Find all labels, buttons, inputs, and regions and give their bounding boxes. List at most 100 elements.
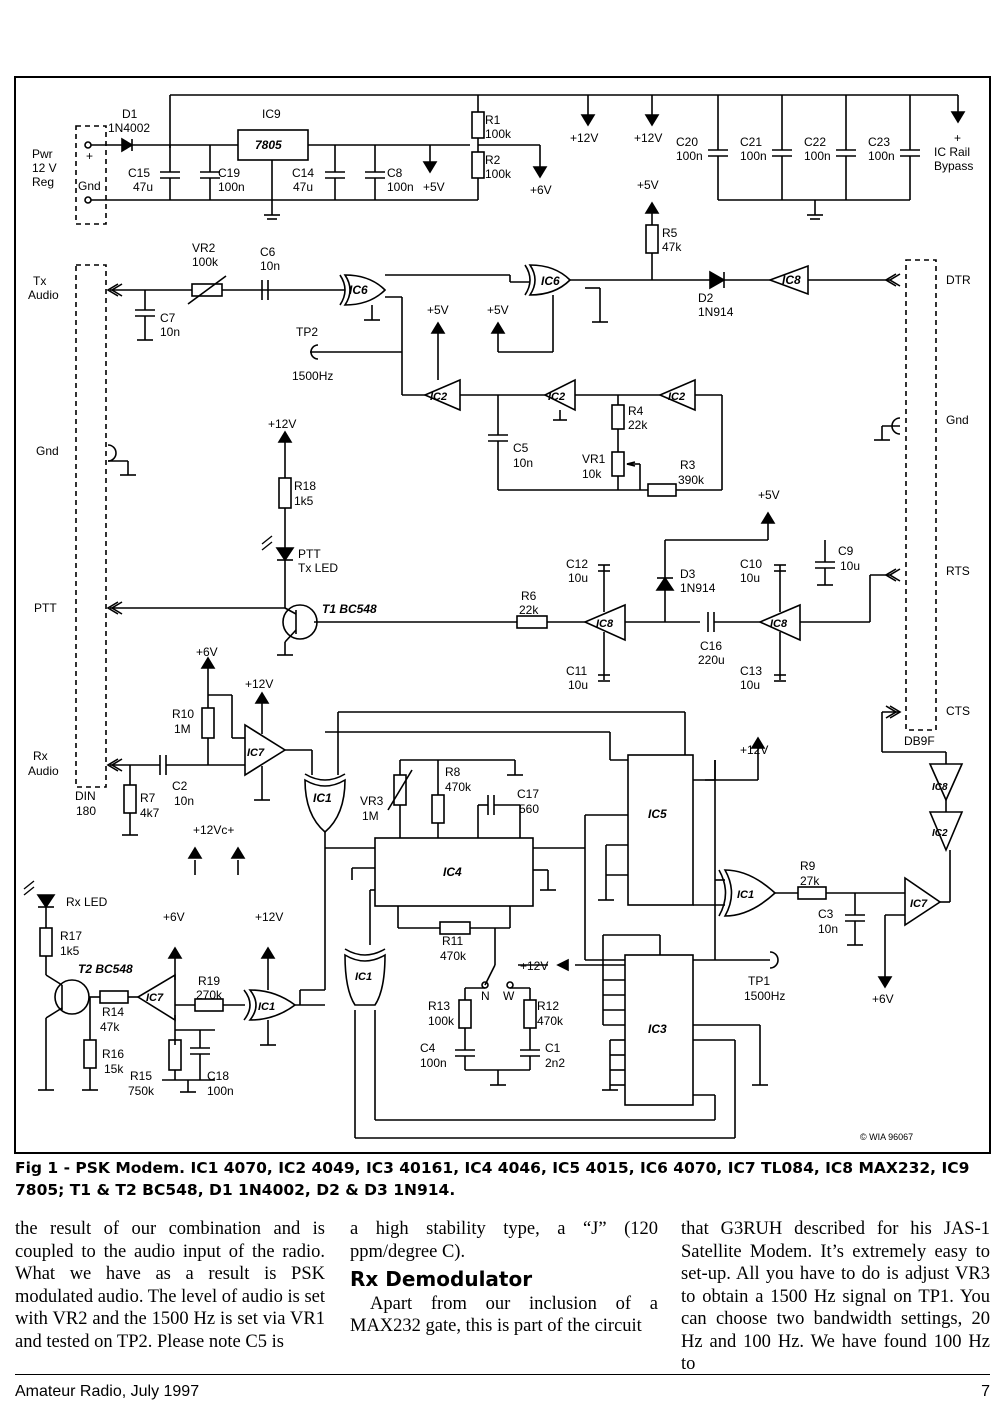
ic1-d-label: IC1 bbox=[737, 889, 754, 901]
plus12v-b: +12V bbox=[634, 131, 662, 145]
db9f-label: DB9F bbox=[904, 734, 935, 748]
plus6v-ic7: +6V bbox=[163, 910, 185, 924]
ic6-b-label: IC6 bbox=[541, 274, 560, 288]
c3-label: C3 bbox=[818, 907, 834, 921]
vr2-label: VR2 bbox=[192, 241, 216, 255]
dtr-label: DTR bbox=[946, 273, 971, 287]
plus12v-ic7: +12V bbox=[245, 677, 273, 691]
c6-label: C6 bbox=[260, 245, 276, 259]
plus5v-top: +5V bbox=[423, 180, 445, 194]
plus12v-r18: +12V bbox=[268, 417, 296, 431]
page-number: 7 bbox=[981, 1383, 990, 1400]
r3-label: R3 bbox=[680, 458, 696, 472]
ic7-a-label: IC7 bbox=[247, 747, 265, 759]
ic6-a-label: IC6 bbox=[349, 283, 368, 297]
ic2-c-label: IC2 bbox=[668, 391, 685, 403]
d1-part-label: 1N4002 bbox=[108, 121, 150, 135]
plus12v-ic5: +12V bbox=[740, 743, 768, 757]
bypass-label: Bypass bbox=[934, 159, 973, 173]
r14-label: R14 bbox=[102, 1005, 124, 1019]
c20-label: C20 bbox=[676, 135, 698, 149]
c23-val: 100n bbox=[868, 149, 895, 163]
n-label: N bbox=[481, 989, 490, 1003]
footer-rule bbox=[15, 1374, 990, 1375]
ic1-a-label: IC1 bbox=[313, 791, 332, 805]
plus12v-a: +12V bbox=[570, 131, 598, 145]
c10-val: 10u bbox=[740, 571, 760, 585]
r11-label: R11 bbox=[442, 934, 463, 948]
ic8-b-label: IC8 bbox=[596, 618, 614, 630]
vr3-label: VR3 bbox=[360, 794, 384, 808]
din-val: 180 bbox=[76, 804, 96, 818]
r14-val: 47k bbox=[100, 1020, 120, 1034]
ptt-led-tx: Tx LED bbox=[298, 561, 338, 575]
rx-label: Rx bbox=[33, 749, 48, 763]
r3-val: 390k bbox=[678, 473, 705, 487]
pwr-reg-label: Reg bbox=[32, 175, 54, 189]
column-2: a high stability type, a “J” (120 ppm/de… bbox=[350, 1218, 658, 1338]
ic9-part-label: 7805 bbox=[255, 138, 282, 152]
vr1-label: VR1 bbox=[582, 452, 606, 466]
r6-label: R6 bbox=[521, 589, 537, 603]
t1-label: T1 BC548 bbox=[322, 602, 377, 616]
ic5-label: IC5 bbox=[648, 807, 667, 821]
c19-val: 100n bbox=[218, 180, 245, 194]
figure-frame bbox=[14, 76, 991, 1154]
r13-val: 100k bbox=[428, 1014, 455, 1028]
c10-label: C10 bbox=[740, 557, 762, 571]
plus12v-sw: +12V bbox=[520, 959, 548, 973]
vr2-val: 100k bbox=[192, 255, 219, 269]
r17-label: R17 bbox=[60, 929, 82, 943]
plus6v-top: +6V bbox=[530, 183, 552, 197]
r2-label: R2 bbox=[485, 153, 501, 167]
tp2-label: TP2 bbox=[296, 325, 318, 339]
c13-label: C13 bbox=[740, 664, 762, 678]
c11-label: C11 bbox=[566, 664, 587, 678]
c19-label: C19 bbox=[218, 166, 240, 180]
plus-label: + bbox=[86, 149, 93, 163]
r8-label: R8 bbox=[445, 765, 461, 779]
c13-val: 10u bbox=[740, 678, 760, 692]
c6-val: 10n bbox=[260, 259, 280, 273]
ic1-b-label: IC1 bbox=[258, 1001, 275, 1013]
ic3-label: IC3 bbox=[648, 1022, 667, 1036]
c15-label: C15 bbox=[128, 166, 150, 180]
ic9-label: IC9 bbox=[262, 107, 281, 121]
ic2-a-label: IC2 bbox=[430, 391, 447, 403]
c16-label: C16 bbox=[700, 639, 722, 653]
c21-val: 100n bbox=[740, 149, 767, 163]
c8-label: C8 bbox=[387, 166, 403, 180]
r13-label: R13 bbox=[428, 999, 450, 1013]
tx-label: Tx bbox=[33, 274, 46, 288]
r7-val: 4k7 bbox=[140, 806, 160, 820]
r8-val: 470k bbox=[445, 780, 472, 794]
column-2-text-b: Apart from our inclusion of a MAX232 gat… bbox=[350, 1293, 658, 1337]
r6-val: 22k bbox=[519, 603, 539, 617]
r10-val: 1M bbox=[174, 722, 191, 736]
plus12vc-label: +12Vc+ bbox=[193, 823, 234, 837]
column-3: that G3RUH described for his JAS-1 Satel… bbox=[681, 1218, 990, 1376]
c17-val: 560 bbox=[519, 802, 539, 816]
r7-label: R7 bbox=[140, 791, 156, 805]
rx-led-label: Rx LED bbox=[66, 895, 108, 909]
section-heading: Rx Demodulator bbox=[350, 1267, 533, 1291]
c5-label: C5 bbox=[513, 441, 529, 455]
c21-label: C21 bbox=[740, 135, 762, 149]
r2-val: 100k bbox=[485, 167, 512, 181]
rts-label: RTS bbox=[946, 564, 970, 578]
tp1-label: TP1 bbox=[748, 974, 770, 988]
vr1-val: 10k bbox=[582, 467, 602, 481]
c14-val: 47u bbox=[293, 180, 313, 194]
tp1-val: 1500Hz bbox=[744, 989, 785, 1003]
r16-val: 15k bbox=[104, 1062, 124, 1076]
r12-label: R12 bbox=[537, 999, 559, 1013]
r12-val: 470k bbox=[537, 1014, 564, 1028]
r10-label: R10 bbox=[172, 707, 194, 721]
ic2-b-label: IC2 bbox=[548, 391, 565, 403]
plus6v-r10: +6V bbox=[196, 645, 218, 659]
column-3-text: that G3RUH described for his JAS-1 Satel… bbox=[681, 1219, 990, 1374]
c12-val: 10u bbox=[568, 571, 588, 585]
c9-label: C9 bbox=[838, 544, 854, 558]
d2-label: D2 bbox=[698, 291, 714, 305]
ic8-c-label: IC8 bbox=[770, 618, 788, 630]
